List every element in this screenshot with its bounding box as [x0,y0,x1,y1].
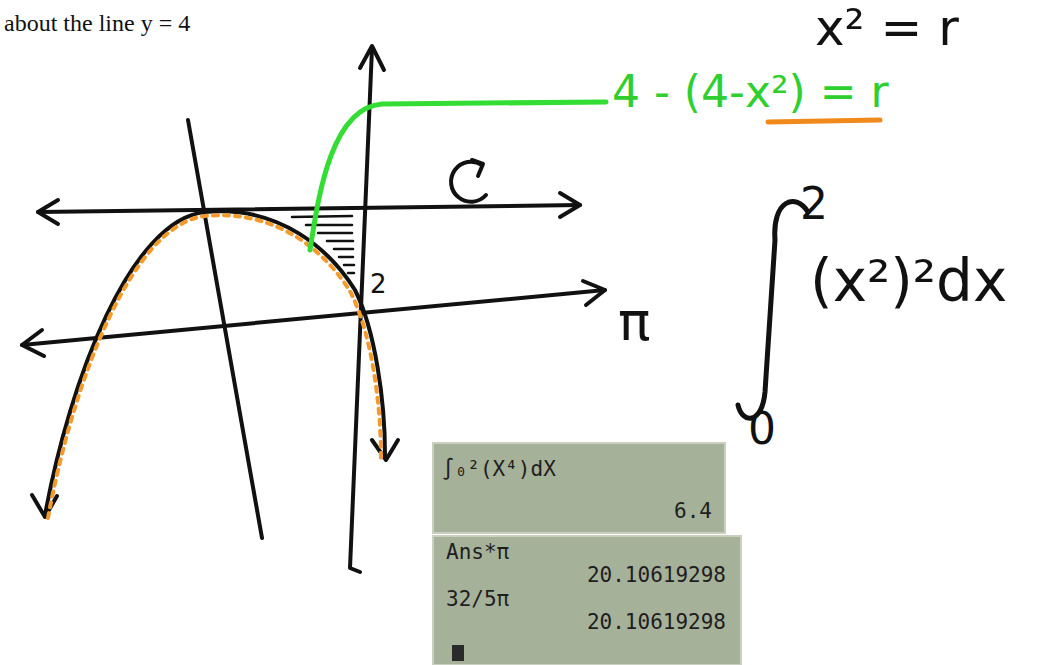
upper-limit: 2 [800,180,828,228]
calculator-result: 20.10619298 [587,564,726,587]
arrowhead [560,193,580,217]
lower-limit: 0 [748,405,776,453]
parabola [45,211,385,515]
integral-sign [738,201,808,418]
calculator-input: 32/5π [446,588,509,611]
arrowhead [360,46,384,70]
arrowhead [583,281,605,305]
equation: x² = r [815,1,959,56]
integrand: (x²)²dx [810,250,1007,314]
axis-line [350,48,372,572]
calculator-screen [433,536,741,665]
arrowhead [32,495,57,517]
arrowhead [38,200,58,224]
integral-factor: π [618,292,651,351]
arrowhead [22,330,44,356]
leader-line [310,102,606,250]
equation: 4 - (4-x²) = r [612,68,889,116]
axis-value: 2 [370,270,387,299]
calculator-input: ∫₀²(X⁴)dX [442,458,556,481]
calculator-result: 20.10619298 [587,611,726,634]
calculator-input: Ans*π [446,541,509,564]
axis-line [188,120,262,538]
underline [768,120,880,122]
calculator-screen [433,443,725,533]
arrowhead [472,160,483,176]
problem-text: about the line y = 4 [4,10,190,36]
arrowhead [372,440,398,460]
axis-line [38,205,580,212]
parabola-trace [48,215,381,518]
shaded-region [292,216,354,273]
cursor [452,645,464,661]
calculator-result: 6.4 [674,500,712,523]
